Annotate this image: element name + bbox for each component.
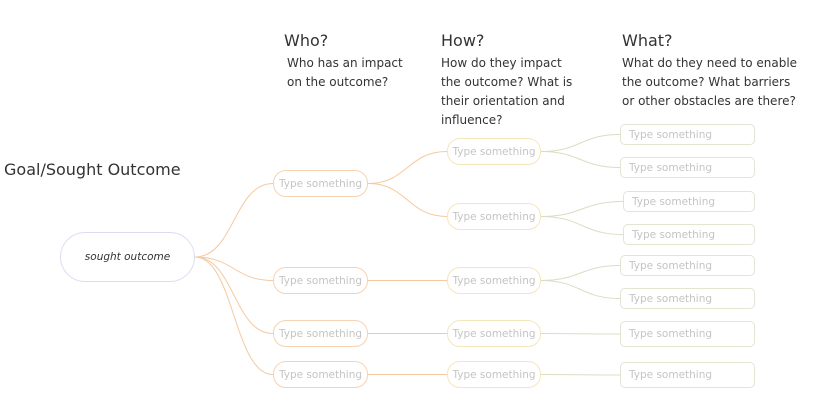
connector-line [367, 183, 448, 217]
who-description: Who has an impact on the outcome? [287, 54, 403, 92]
connector-line [540, 333, 621, 335]
goal-title: Goal/Sought Outcome [4, 160, 181, 179]
how-description-line: their orientation and [441, 94, 565, 108]
how-description-line: the outcome? What is [441, 75, 573, 89]
connector-line [540, 280, 621, 299]
how-node[interactable]: Type something [447, 267, 541, 294]
what-node[interactable]: Type something [620, 321, 755, 347]
what-description: What do they need to enable the outcome?… [622, 54, 797, 111]
who-node[interactable]: Type something [273, 320, 368, 347]
who-node[interactable]: Type something [273, 267, 368, 294]
connector-line [194, 256, 274, 375]
how-node[interactable]: Type something [447, 138, 541, 165]
how-node[interactable]: Type something [447, 320, 541, 347]
what-node[interactable]: Type something [620, 255, 755, 276]
what-description-line: or other obstacles are there? [622, 94, 796, 108]
how-heading: How? [441, 31, 485, 50]
what-node[interactable]: Type something [620, 157, 755, 178]
who-description-line: on the outcome? [287, 75, 389, 89]
what-node[interactable]: Type something [620, 124, 755, 145]
how-description-line: How do they impact [441, 56, 562, 70]
connector-line [540, 265, 621, 281]
who-node[interactable]: Type something [273, 361, 368, 388]
connector-line [540, 374, 621, 376]
connector-line [194, 256, 274, 334]
what-node[interactable]: Type something [623, 224, 755, 245]
what-heading: What? [622, 31, 673, 50]
connector-line [194, 183, 274, 258]
what-description-line: What do they need to enable [622, 56, 798, 70]
how-description-line: influence? [441, 113, 503, 127]
how-node[interactable]: Type something [447, 361, 541, 388]
what-node[interactable]: Type something [620, 362, 755, 388]
connector-line [540, 201, 624, 217]
root-node-sought-outcome[interactable]: sought outcome [60, 232, 195, 282]
connector-line [194, 256, 274, 281]
how-node[interactable]: Type something [447, 203, 541, 230]
who-heading: Who? [284, 31, 329, 50]
who-node[interactable]: Type something [273, 170, 368, 197]
how-description: How do they impact the outcome? What is … [441, 54, 572, 130]
connector-line [540, 134, 621, 152]
connector-line [540, 216, 624, 235]
what-node[interactable]: Type something [623, 191, 755, 212]
connector-line [367, 151, 448, 184]
connector-line [540, 151, 621, 168]
who-description-line: Who has an impact [287, 56, 403, 70]
what-node[interactable]: Type something [620, 288, 755, 309]
what-description-line: the outcome? What barriers [622, 75, 791, 89]
